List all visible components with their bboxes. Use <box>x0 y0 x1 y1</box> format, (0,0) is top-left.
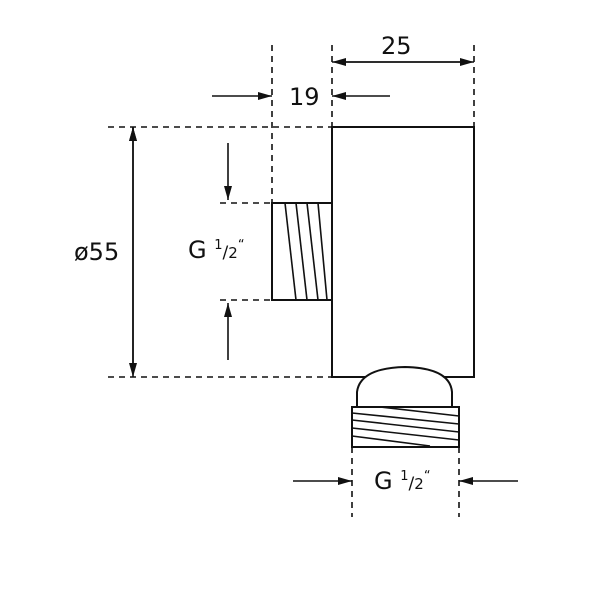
dimension-25: 25 <box>381 32 412 60</box>
dome <box>356 365 453 406</box>
body <box>331 126 475 378</box>
thread-label-left: G 1/2“ <box>188 236 245 264</box>
dimension-19: 19 <box>289 83 320 111</box>
dimension-diameter: ø55 <box>74 238 120 266</box>
thread-hatching <box>284 202 460 447</box>
thread-label-bottom: G 1/2“ <box>374 467 431 495</box>
part-outline <box>271 126 475 448</box>
dimension-arrows <box>129 58 518 485</box>
bottom-thread <box>351 406 460 448</box>
